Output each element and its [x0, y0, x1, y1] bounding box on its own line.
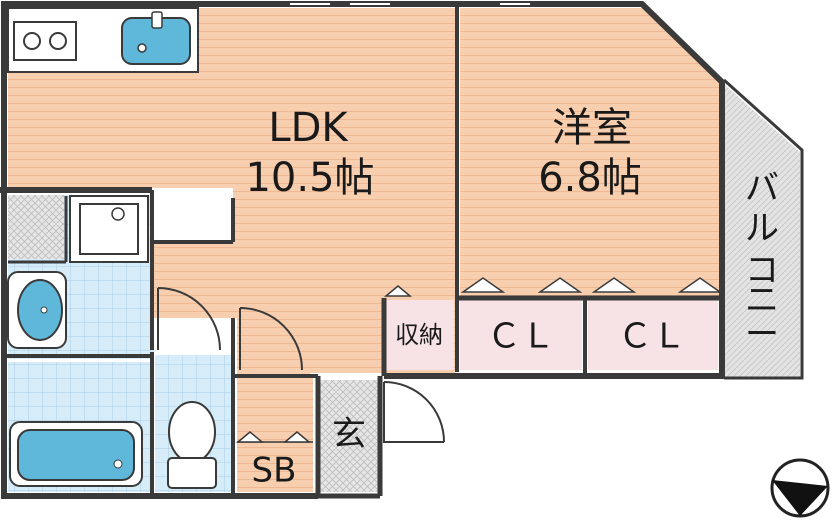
- western-room-label: 洋室: [552, 105, 632, 151]
- shoe-box-label: SB: [252, 451, 297, 491]
- compass-icon: [770, 458, 830, 518]
- balcony-floor: [724, 84, 800, 378]
- bathtub-icon: [9, 421, 143, 487]
- balcony-char: ル: [745, 209, 779, 249]
- closet-area-2: [588, 300, 718, 370]
- balcony-char: コ: [745, 251, 779, 291]
- ldk-floor: [8, 8, 455, 377]
- entrance-label: 玄: [332, 415, 366, 455]
- closet-area-1: [460, 300, 582, 370]
- kitchen-sink-icon: [121, 11, 191, 65]
- balcony-char: ー: [745, 315, 779, 355]
- stove-icon: [13, 21, 77, 61]
- closet-1-label: ＣＬ: [487, 317, 555, 357]
- closet-hanger-marks: [383, 277, 723, 297]
- balcony-char: バ: [745, 169, 779, 209]
- storage-area: [384, 300, 454, 370]
- doors: [157, 287, 445, 443]
- ldk-label: LDK: [268, 105, 349, 151]
- washing-machine-icon: [69, 195, 149, 263]
- balcony-char: ニ: [745, 281, 779, 321]
- ldk-size: 10.5帖: [245, 155, 374, 201]
- hatch-box-left: [8, 195, 64, 259]
- closet-2-label: ＣＬ: [618, 317, 686, 357]
- western-room-floor: [460, 8, 720, 296]
- entrance-floor: [320, 380, 380, 492]
- western-room-size: 6.8帖: [538, 155, 642, 201]
- walls: [0, 0, 804, 499]
- shoe-box-shelf: [235, 431, 313, 443]
- washbasin-icon: [7, 271, 67, 349]
- storage-label: 収納: [395, 321, 443, 349]
- toilet-icon: [167, 401, 217, 489]
- balcony-label: バ ル コ ニ ー: [745, 169, 779, 355]
